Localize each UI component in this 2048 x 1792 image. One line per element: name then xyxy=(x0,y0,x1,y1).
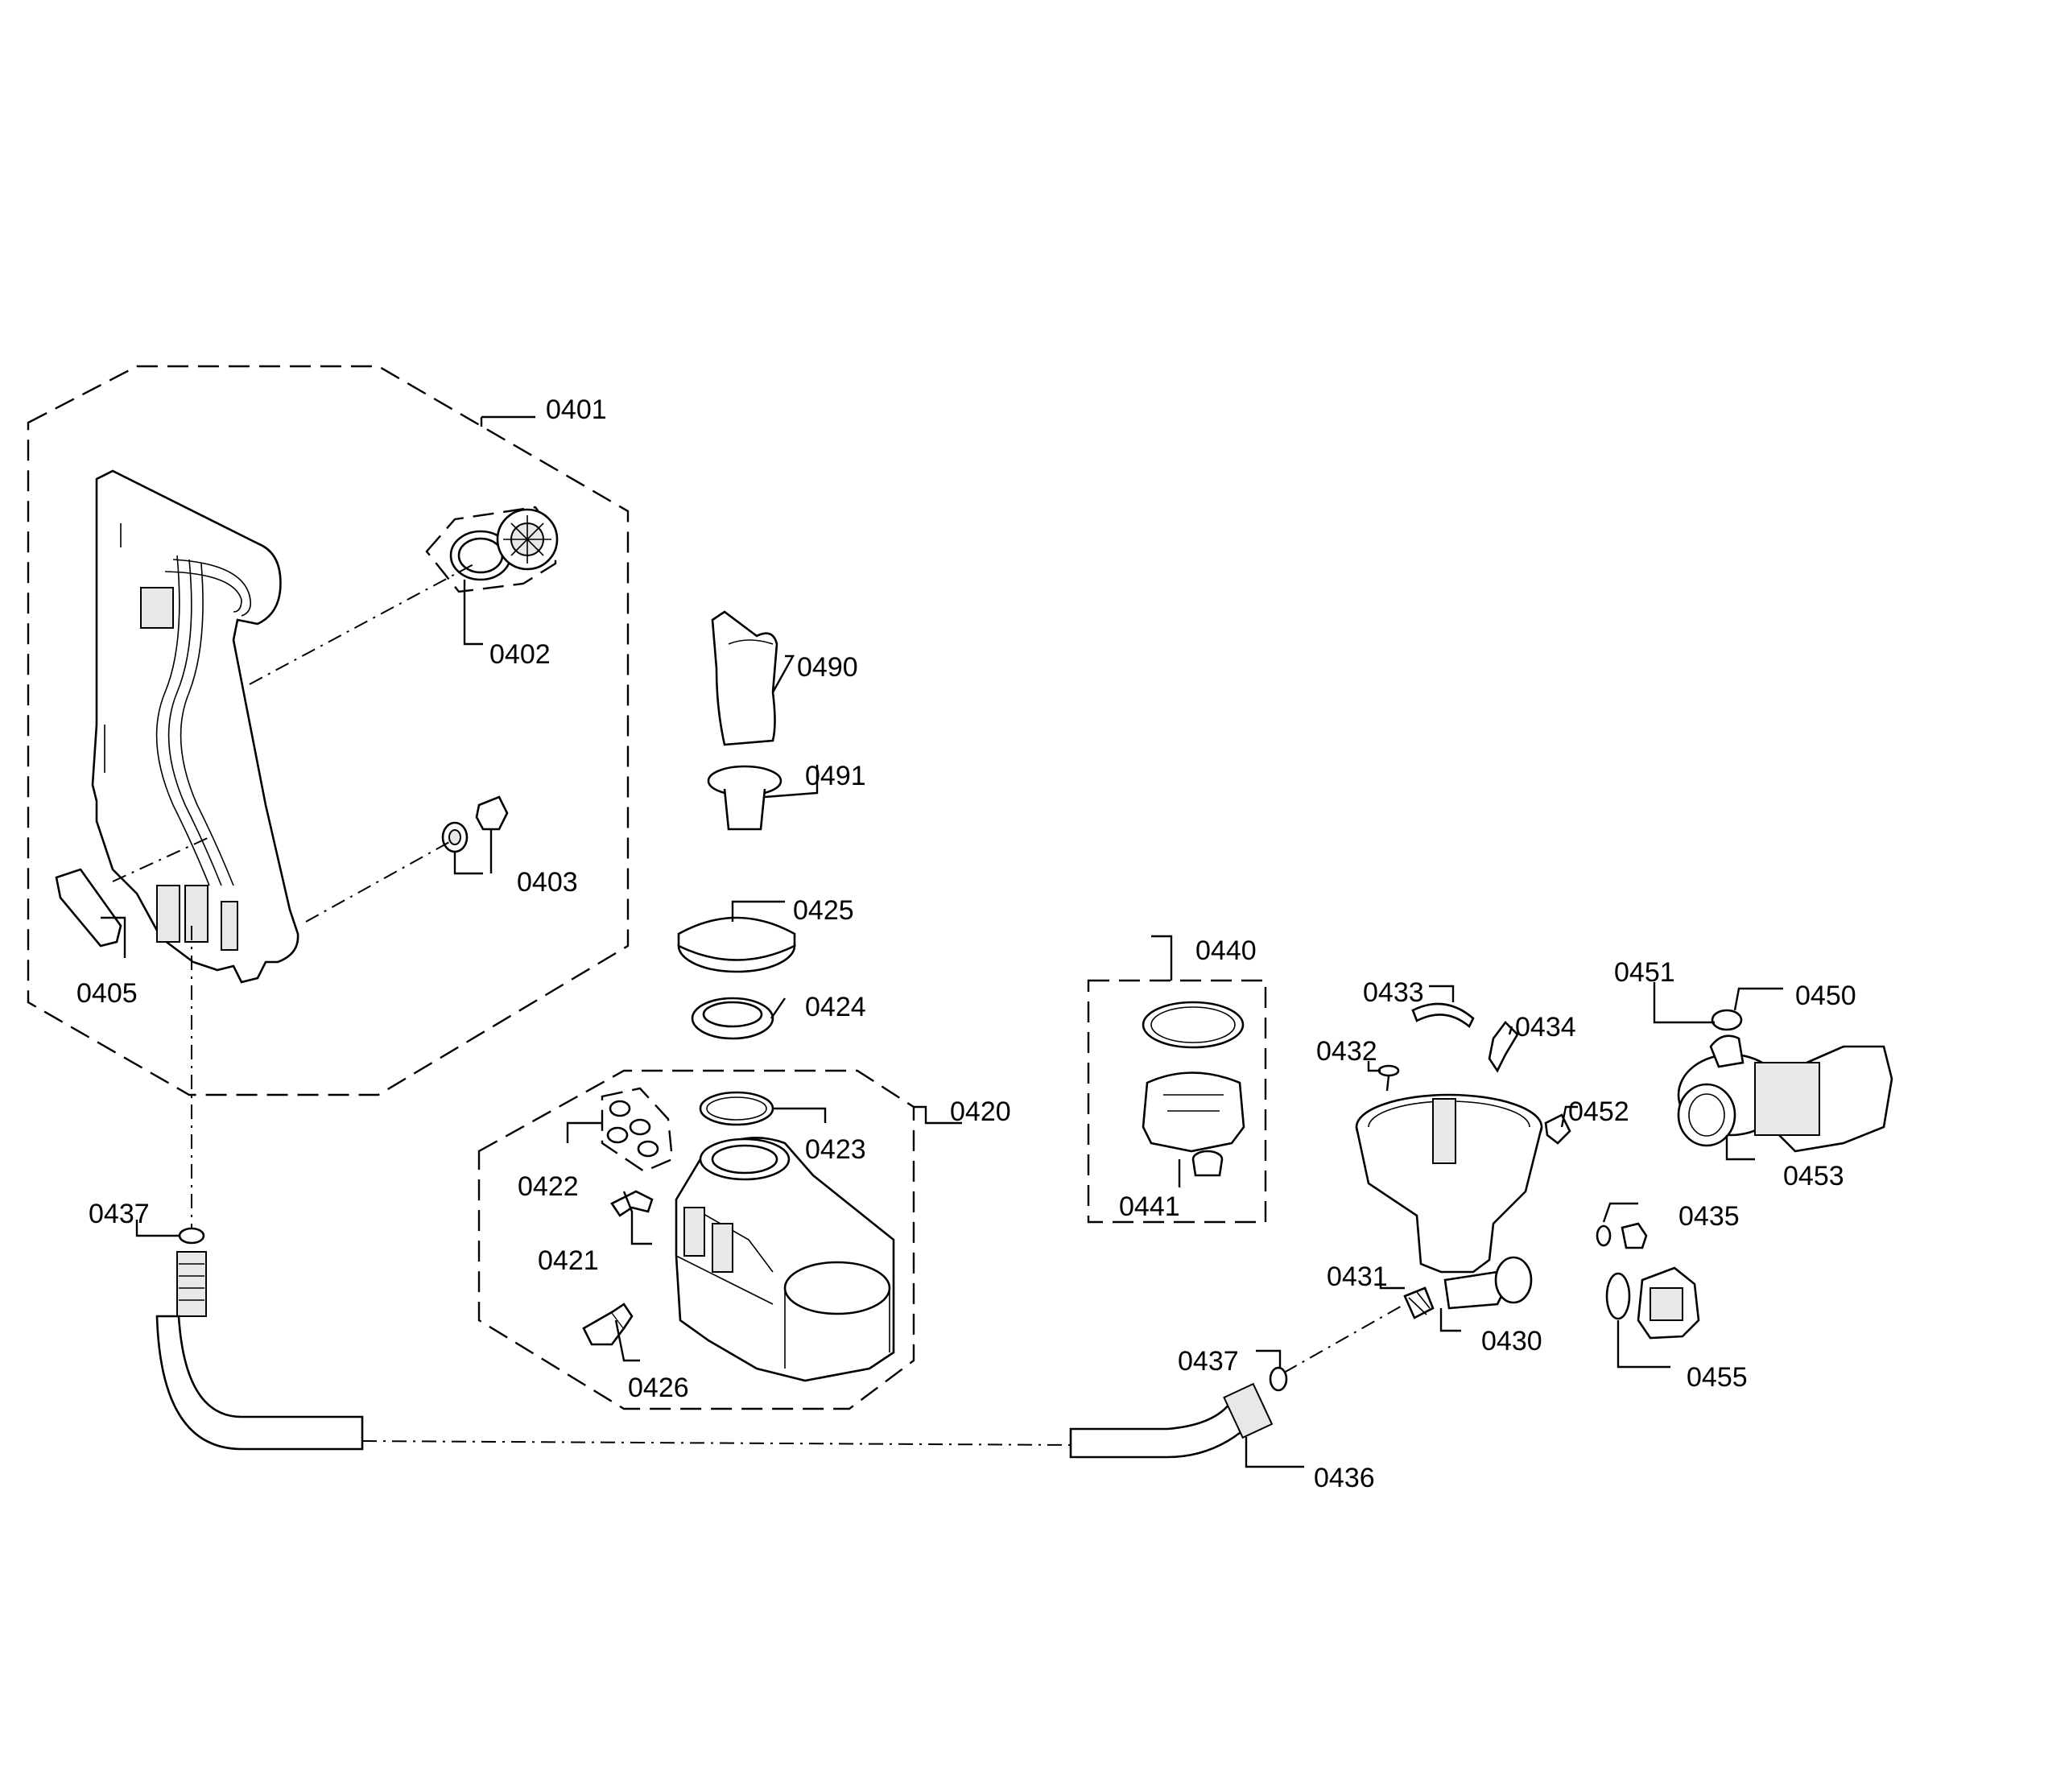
group-boundary-0440 xyxy=(1087,979,1267,1224)
hose-clamp-part-0451 xyxy=(1711,1009,1743,1031)
callout-label-0430: 0430 xyxy=(1481,1326,1542,1356)
callout-label-0403: 0403 xyxy=(517,867,578,898)
callout-label-0437b: 0437 xyxy=(1178,1346,1239,1377)
callout-label-0422: 0422 xyxy=(518,1171,579,1202)
cap-part-0491 xyxy=(707,765,782,831)
filter-part-0431 xyxy=(1403,1286,1435,1319)
callout-label-0491: 0491 xyxy=(805,761,866,791)
callout-label-0405: 0405 xyxy=(76,978,138,1009)
callout-label-0455: 0455 xyxy=(1687,1362,1748,1393)
callout-label-0434: 0434 xyxy=(1515,1012,1576,1043)
seal-part-0453 xyxy=(1677,1083,1736,1147)
callout-label-0425: 0425 xyxy=(793,895,854,926)
grommet-set-part-0422 xyxy=(606,1100,659,1158)
callout-label-0433: 0433 xyxy=(1363,977,1424,1008)
callout-label-0432: 0432 xyxy=(1316,1036,1377,1067)
sump-part-0430 xyxy=(1355,1093,1543,1310)
funnel-part-0490 xyxy=(711,610,778,746)
callout-label-0435: 0435 xyxy=(1678,1201,1740,1232)
impeller-part-0441 xyxy=(1191,1150,1224,1177)
callout-label-0424: 0424 xyxy=(805,992,866,1022)
callout-label-0453: 0453 xyxy=(1783,1161,1844,1191)
callout-label-0436: 0436 xyxy=(1314,1463,1375,1493)
callout-label-0426: 0426 xyxy=(628,1373,689,1403)
drain-hose-right xyxy=(1069,1366,1288,1459)
clamp-part-0433 xyxy=(1411,1002,1475,1029)
drain-hose-left xyxy=(155,1227,364,1451)
fitting-part-0403 xyxy=(441,795,509,853)
clip-part-0434 xyxy=(1488,1021,1519,1073)
group-boundary-0422 xyxy=(601,1087,674,1173)
callout-label-0437a: 0437 xyxy=(89,1199,150,1229)
callout-label-0421: 0421 xyxy=(538,1245,599,1276)
callout-label-0440: 0440 xyxy=(1195,935,1257,966)
callout-label-0441: 0441 xyxy=(1119,1191,1180,1222)
callout-label-0431: 0431 xyxy=(1327,1261,1388,1292)
heat-exchanger-panel-part xyxy=(91,469,299,984)
callout-label-0423: 0423 xyxy=(805,1134,866,1165)
group-boundary-0401 xyxy=(27,365,630,1096)
clip-part-0405 xyxy=(55,868,122,948)
clip-part-0452 xyxy=(1544,1113,1571,1145)
callout-label-0452: 0452 xyxy=(1568,1096,1629,1127)
cover-part-0425 xyxy=(677,916,796,973)
sensor-part-0426 xyxy=(582,1303,634,1346)
callout-label-0450: 0450 xyxy=(1795,981,1856,1011)
callout-label-0490: 0490 xyxy=(797,652,858,683)
callout-label-0451: 0451 xyxy=(1614,957,1675,988)
screw-part-0432 xyxy=(1377,1064,1400,1092)
callout-label-0420: 0420 xyxy=(950,1096,1011,1127)
drain-pump-part-0455 xyxy=(1605,1266,1700,1340)
clip-part-0421 xyxy=(610,1190,654,1217)
fitting-part-0435 xyxy=(1596,1222,1648,1249)
callout-label-0401: 0401 xyxy=(546,394,607,425)
group-boundary-0420 xyxy=(477,1069,915,1410)
seal-set-part-0402 xyxy=(449,508,559,581)
callout-label-0402: 0402 xyxy=(489,639,551,670)
heater-housing-part-0420 xyxy=(675,1137,895,1382)
ring-part-0424 xyxy=(691,997,774,1040)
pump-cover-part-0440 xyxy=(1142,1001,1245,1153)
